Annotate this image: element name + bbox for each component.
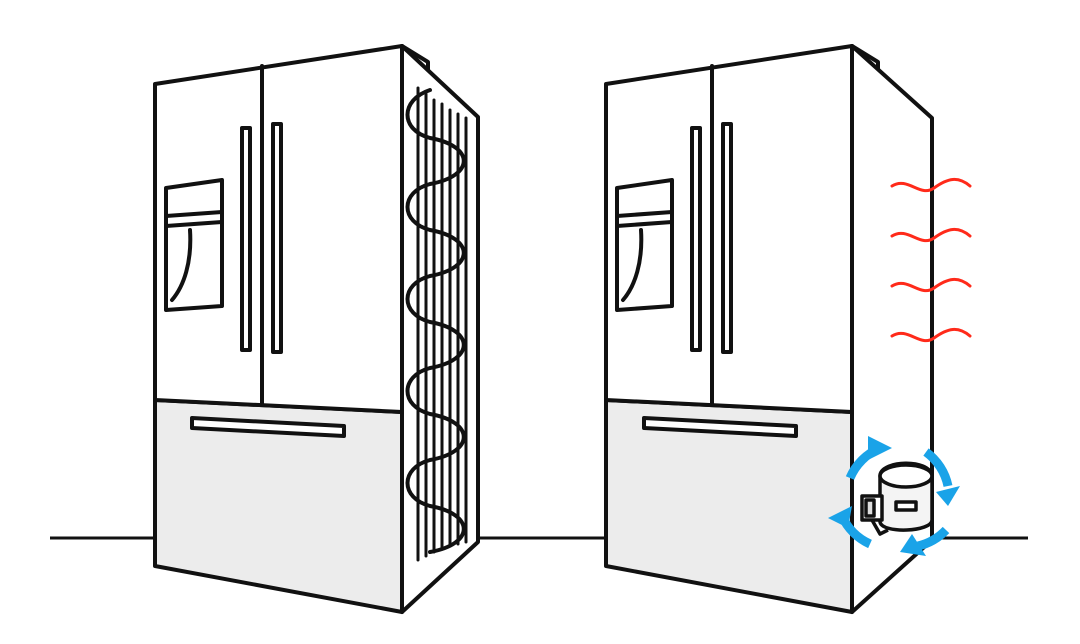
right-door-handle-left [690,126,702,352]
heat-wave-1 [890,178,972,192]
right-drawer-handle [642,416,798,438]
left-refrigerator [153,44,480,614]
heat-wave-3 [890,278,972,292]
right-water-dispenser [615,178,674,312]
heat-wave-4 [890,328,972,342]
left-water-dispenser [164,178,224,312]
condenser-coil-icon [405,86,468,562]
right-door-handle-right [721,122,733,354]
rotation-arrowheads [828,436,960,556]
left-door-handle-right [271,122,283,354]
heat-wave-2 [890,228,972,242]
left-drawer-handle [190,416,346,438]
compressor-icon [860,461,934,536]
left-door-handle-left [240,126,252,352]
heat-wave-icon [890,178,972,342]
